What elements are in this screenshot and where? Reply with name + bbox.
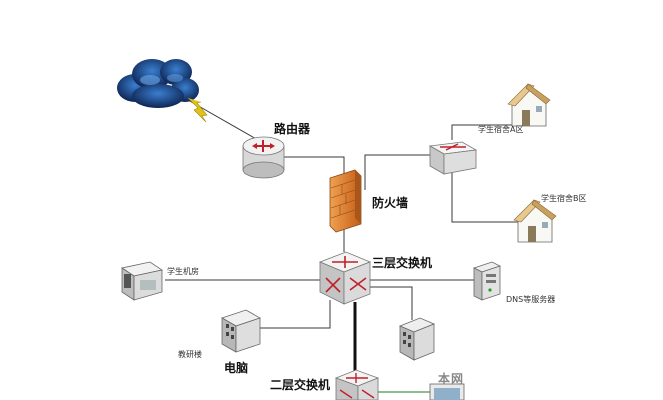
student-lab-computer-icon — [120, 261, 164, 301]
link-dorm-switch-dorm-a — [451, 124, 512, 140]
link-dorm-switch-dorm-b — [451, 170, 520, 223]
l3-switch-icon — [318, 251, 372, 305]
link-l3-computer — [258, 300, 331, 329]
router-icon — [242, 136, 285, 179]
house-icon-dorm-a — [507, 83, 551, 127]
house-icon-dorm-b — [513, 199, 557, 243]
dorm-b-label: 学生宿舍B区 — [541, 194, 587, 203]
link-l3-server — [358, 286, 413, 320]
router-label: 路由器 — [274, 122, 311, 136]
l3-switch-label: 三层交换机 — [372, 256, 433, 270]
firewall-label: 防火墙 — [372, 196, 409, 210]
dns-server-icon — [472, 261, 502, 301]
dorm-switch-icon — [428, 141, 478, 175]
links — [165, 124, 520, 393]
student-lab-label: 学生机房 — [167, 267, 199, 276]
dns-server-label: DNS等服务器 — [506, 295, 556, 304]
monitor-icon — [429, 383, 465, 400]
l2-switch-icon — [334, 369, 380, 400]
link-firewall-dorm-switch — [364, 154, 430, 190]
server-rack-icon — [398, 317, 436, 361]
computer-tower-icon — [221, 309, 261, 353]
dorm-a-label: 学生宿舍A区 — [478, 125, 524, 134]
lightning-icon — [187, 97, 208, 123]
l2-switch-label: 二层交换机 — [270, 378, 331, 392]
firewall-icon — [329, 169, 362, 233]
internet-cloud-icon — [117, 59, 199, 108]
watermark-text: 本网 — [438, 372, 465, 386]
computer-label: 电脑 — [224, 361, 249, 375]
teaching-building-label: 教研楼 — [178, 350, 202, 359]
link-router-firewall — [280, 156, 345, 174]
